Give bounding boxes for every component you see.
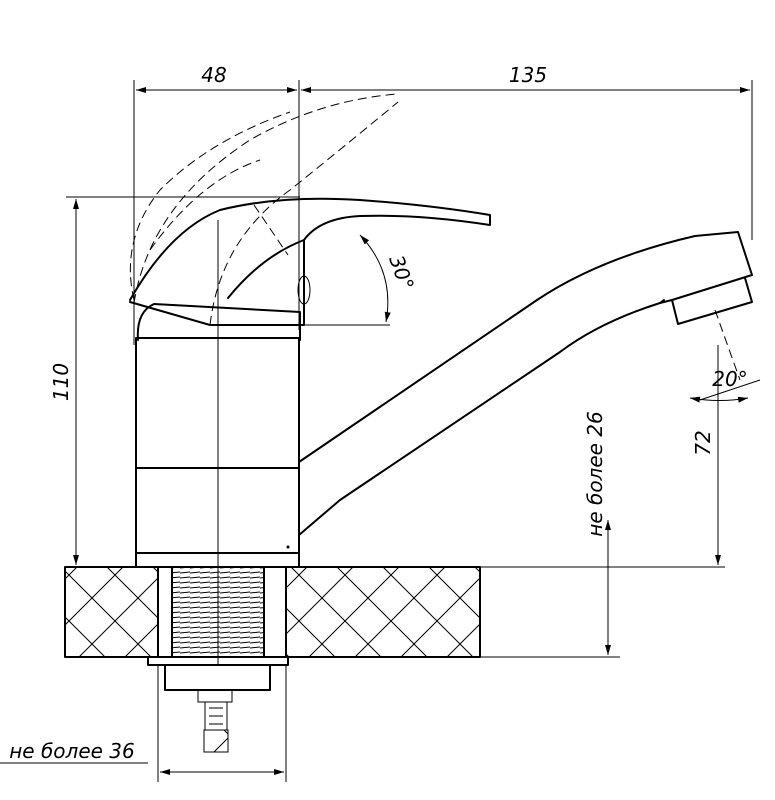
countertop-section: [64, 566, 481, 658]
dimension-lines: [73, 87, 750, 775]
lever-handle: [129, 197, 491, 326]
dim-135: 135: [509, 63, 547, 87]
dim-72: 72: [691, 430, 715, 455]
lever-alternate-position: [129, 93, 399, 326]
dim-20-degrees: 20°: [712, 367, 747, 391]
dim-110: 110: [49, 363, 73, 401]
dim-48: 48: [201, 63, 226, 87]
dim-max-36: не более 36: [9, 739, 135, 763]
dim-max-26: не более 26: [583, 411, 607, 537]
extension-lines: [0, 80, 761, 782]
faucet-spout: [298, 231, 753, 536]
dim-30-degrees: 30°: [384, 252, 419, 294]
